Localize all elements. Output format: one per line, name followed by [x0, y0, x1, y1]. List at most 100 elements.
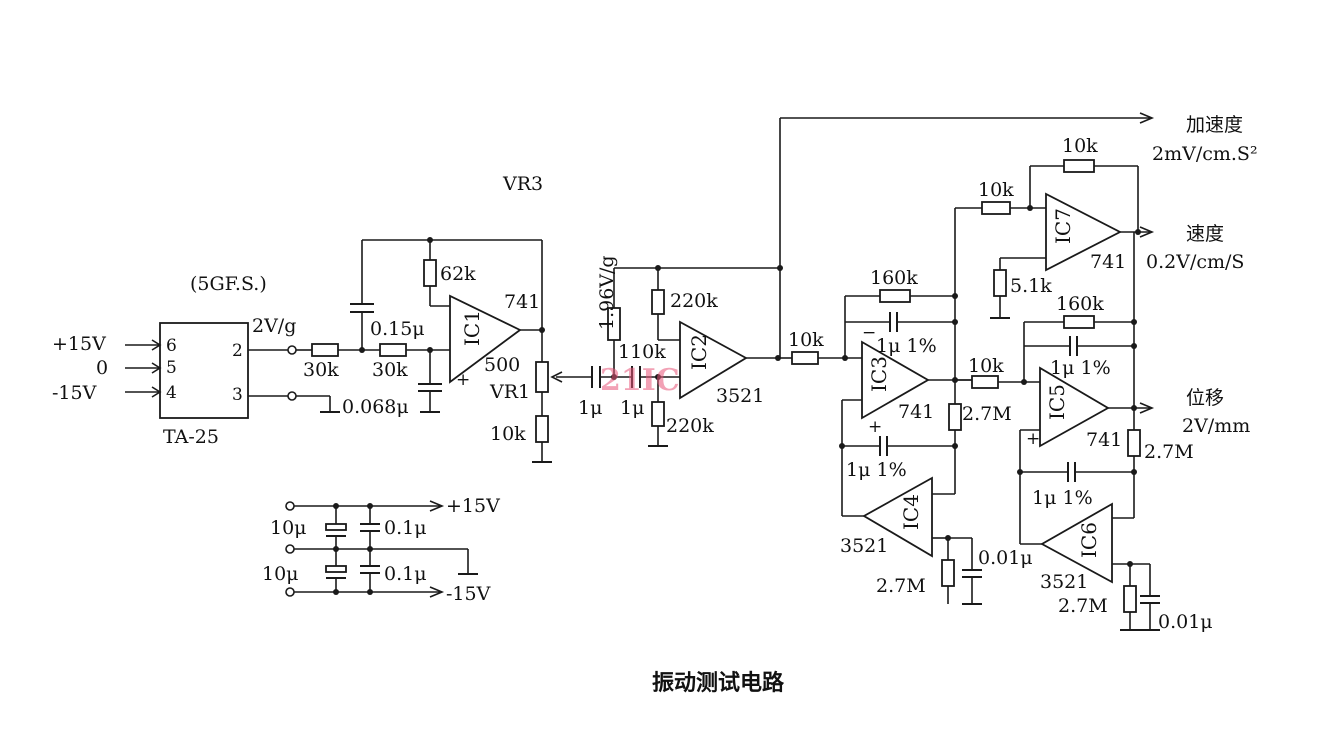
watermark: 21IC	[600, 363, 680, 398]
stage1-trim-label: VR3	[502, 173, 543, 195]
buffer-r-fb-label: 10k	[1062, 135, 1098, 157]
stage2-r-fb-bot-label: 220k	[666, 415, 714, 437]
stage2-ic-label: IC2	[687, 334, 711, 370]
sensor-pin-4: 4	[166, 383, 177, 403]
supply-plus15-label: +15V	[52, 333, 106, 355]
power-c-small2-label: 0.1μ	[384, 563, 427, 585]
stage2-amplifier: 1μ 1μ 110k 1.96V/g 220k 220k IC2 3521	[578, 112, 1155, 447]
integrator2-plus-sign: +	[1026, 429, 1040, 449]
sensor-body	[159, 322, 249, 419]
stage2-r-fb-top-label: 220k	[670, 290, 718, 312]
stage1-r-fb-label: 62k	[440, 263, 476, 285]
integrator1-plus-sign: +	[868, 417, 882, 437]
servo2: IC6 3521 1μ 1% 2.7M 0.01μ	[1017, 429, 1213, 633]
servo2-c-label: 0.01μ	[1158, 611, 1213, 633]
buffer-r-gnd-label: 5.1k	[1010, 275, 1052, 297]
stage2-opamp-model: 3521	[716, 385, 764, 407]
integrator1-r-in-label: 10k	[788, 329, 824, 351]
servo2-r-label: 2.7M	[1058, 595, 1108, 617]
buffer-opamp	[1045, 192, 1122, 272]
integrator2-opamp	[1039, 366, 1110, 448]
integrator2-r-fb-label: 160k	[1056, 293, 1104, 315]
stage2-node-label: 1.96V/g	[596, 255, 618, 330]
integrator2-ic-label: IC5	[1045, 384, 1069, 420]
servo2-opamp	[1040, 502, 1113, 584]
integrator1-minus-sign: −	[862, 323, 876, 343]
buffer-r-fb	[1063, 159, 1095, 173]
stage1-pot-vr1	[535, 361, 549, 393]
buffer-r-in	[981, 201, 1011, 215]
buffer-r-in-label: 10k	[978, 179, 1014, 201]
integrator1-r-in	[791, 351, 819, 365]
output-vel-scale: 0.2V/cm/S	[1146, 251, 1244, 273]
output-vel-label: 速度	[1186, 223, 1224, 245]
integrator1-r-fb	[879, 289, 911, 303]
sensor-sensitivity-label: 2V/g	[252, 315, 296, 337]
stage2-r-bias-label: 110k	[618, 341, 666, 363]
sensor-pin-2: 2	[232, 341, 243, 361]
stage1-r-in1	[311, 343, 339, 357]
buffer-opamp-model: 741	[1090, 251, 1126, 273]
stage2-c1-label: 1μ	[578, 397, 602, 419]
servo1-opamp	[862, 476, 933, 558]
figure-caption: 振动测试电路	[652, 670, 785, 696]
integrator2-r-fb	[1063, 315, 1095, 329]
stage2-r-fb-top	[651, 289, 665, 315]
servo1-c-label: 0.01μ	[978, 547, 1033, 569]
stage1-r-in1-label: 30k	[303, 359, 339, 381]
stage1-r-fb	[423, 259, 437, 287]
stage1-r-in2	[379, 343, 407, 357]
stage1-ic-label: IC1	[460, 310, 484, 346]
integrator1-c-fb-label: 1μ 1%	[876, 335, 937, 357]
output-accel-scale: 2mV/cm.S²	[1152, 143, 1258, 165]
stage1-plus-sign: +	[456, 370, 470, 390]
integrator2-r-gnd-label: 2.7M	[1144, 441, 1194, 463]
buffer-r-gnd	[993, 269, 1007, 297]
power-c-big1-label: 10μ	[270, 517, 307, 539]
integrator2-r-in	[971, 375, 999, 389]
integrator2-r-in-label: 10k	[968, 355, 1004, 377]
power-c-big2	[325, 565, 347, 573]
stage1-pot-label: VR1	[489, 381, 530, 403]
integrator2-c-fb-label: 1μ 1%	[1050, 357, 1111, 379]
stage2-r-fb-bot	[651, 401, 665, 427]
servo2-ic-label: IC6	[1077, 522, 1101, 558]
stage1-c-gnd-label: 0.068μ	[342, 396, 409, 418]
sensor-pin-3: 3	[232, 385, 243, 405]
stage1-opamp	[449, 294, 522, 384]
integrator1-ic-label: IC3	[867, 356, 891, 392]
servo1-c-fb-label: 1μ 1%	[846, 459, 907, 481]
stage1-c-in-label: 0.15μ	[370, 318, 425, 340]
power-c-big1	[325, 523, 347, 531]
integrator1-r-gnd	[948, 403, 962, 431]
power-decoupling: +15V -15V 10μ 10μ 0.1μ 0.1μ	[262, 495, 500, 605]
sensor-ground-terminal	[287, 391, 297, 401]
stage1-r-out-label: 10k	[490, 423, 526, 445]
stage1-opamp-model: 741	[504, 291, 540, 313]
servo1-r-label: 2.7M	[876, 575, 926, 597]
sensor-pin-5: 5	[166, 358, 177, 378]
output-labels: 加速度 2mV/cm.S² 速度 0.2V/cm/S 位移 2V/mm	[1146, 114, 1258, 437]
sensor-output-terminal	[287, 345, 297, 355]
servo2-opamp-model: 3521	[1040, 571, 1088, 593]
stage1-r-out	[535, 415, 549, 443]
servo2-c-fb-label: 1μ 1%	[1032, 487, 1093, 509]
integrator1: 10k IC3 741 160k 1μ 1% 2.7M + −	[780, 208, 1012, 494]
sensor-pin-6: 6	[166, 336, 177, 356]
integrator2: 10k IC5 741 160k 1μ 1% 2.7M +	[955, 232, 1194, 518]
integrator2-r-gnd	[1127, 429, 1141, 457]
supply-minus15-label: -15V	[52, 382, 97, 404]
integrator1-r-gnd-label: 2.7M	[962, 403, 1012, 425]
stage2-opamp	[679, 320, 748, 400]
power-c-small1-label: 0.1μ	[384, 517, 427, 539]
servo1-opamp-model: 3521	[840, 535, 888, 557]
integrator1-opamp	[861, 340, 930, 420]
sensor-part-label: TA-25	[163, 426, 219, 448]
servo1: IC4 3521 1μ 1% 2.7M 0.01μ	[839, 399, 1033, 605]
sensor-model-label: (5GF.S.)	[190, 273, 267, 295]
output-disp-scale: 2V/mm	[1182, 415, 1250, 437]
power-c-big2-label: 10μ	[262, 563, 299, 585]
stage1-filter: 30k 30k 0.15μ 0.068μ IC1 + 741 62k	[296, 173, 592, 463]
integrator2-opamp-model: 741	[1086, 429, 1122, 451]
